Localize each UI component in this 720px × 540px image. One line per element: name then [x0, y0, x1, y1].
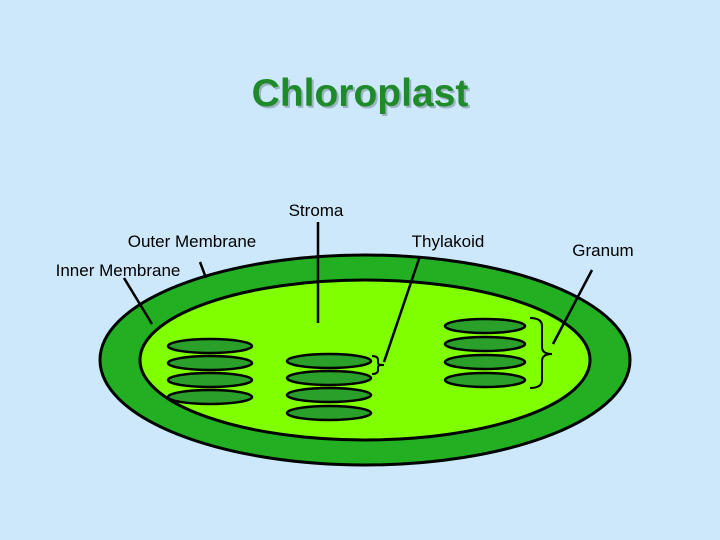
thylakoid-disc [285, 404, 373, 422]
outer-membrane-label: Outer Membrane [128, 232, 257, 251]
stroma-label: Stroma [289, 201, 344, 220]
thylakoid-disc [443, 335, 527, 353]
inner-membrane-pointer [122, 277, 154, 325]
thylakoid-disc [166, 337, 254, 355]
granum-stack-middle [285, 352, 373, 422]
thylakoid-disc [285, 352, 373, 370]
thylakoid-disc [166, 388, 254, 406]
inner-membrane-label: Inner Membrane [56, 261, 181, 280]
diagram-title: Chloroplast [251, 72, 469, 115]
thylakoid-disc [166, 354, 254, 372]
granum-label: Granum [572, 241, 633, 260]
thylakoid-disc [443, 353, 527, 371]
granum-bracket [529, 317, 553, 389]
granum-stack-right [443, 317, 527, 389]
thylakoid-disc [443, 317, 527, 335]
thylakoid-pointer [382, 255, 422, 363]
outer-membrane-pointer [198, 261, 208, 279]
granum-pointer [551, 269, 594, 345]
granum-stack-left [166, 337, 254, 406]
thylakoid-disc [166, 371, 254, 389]
thylakoid-disc [285, 369, 373, 387]
thylakoid-disc [285, 386, 373, 404]
thylakoid-bracket [371, 355, 385, 375]
thylakoid-disc [443, 371, 527, 389]
thylakoid-label: Thylakoid [412, 232, 485, 251]
